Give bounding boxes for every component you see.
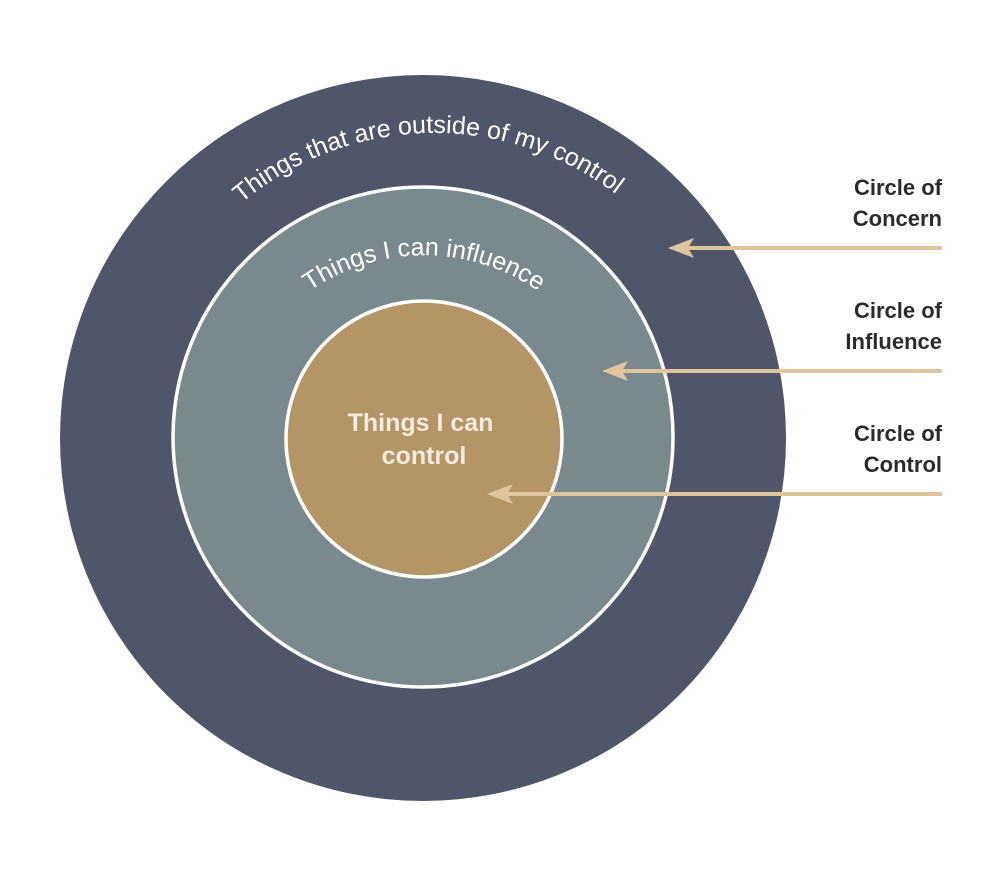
side-label-influence: Circle of Influence [782,295,942,357]
pointer-arrows [487,238,942,504]
side-label-concern: Circle of Concern [782,172,942,234]
arrow-influence [602,361,942,381]
side-label-influence-line-2: Influence [845,329,942,354]
side-label-control-line-1: Circle of [853,421,942,446]
arrow-control [487,484,942,504]
circle-of-control [284,299,564,579]
arrow-control-head [487,484,513,504]
control-center-label: Things I can control [348,409,501,470]
control-center-label-line-2: control [382,442,467,470]
side-label-concern-line-2: Concern [852,206,942,231]
arrow-concern [668,238,942,258]
control-center-label-line-1: Things I can [348,409,494,437]
side-label-influence-line-1: Circle of [853,298,942,323]
side-label-control-line-2: Control [863,452,942,477]
side-label-control: Circle of Control [782,418,942,480]
arrow-concern-head [668,238,694,258]
arrow-influence-head [602,361,628,381]
side-label-concern-line-1: Circle of [853,175,942,200]
